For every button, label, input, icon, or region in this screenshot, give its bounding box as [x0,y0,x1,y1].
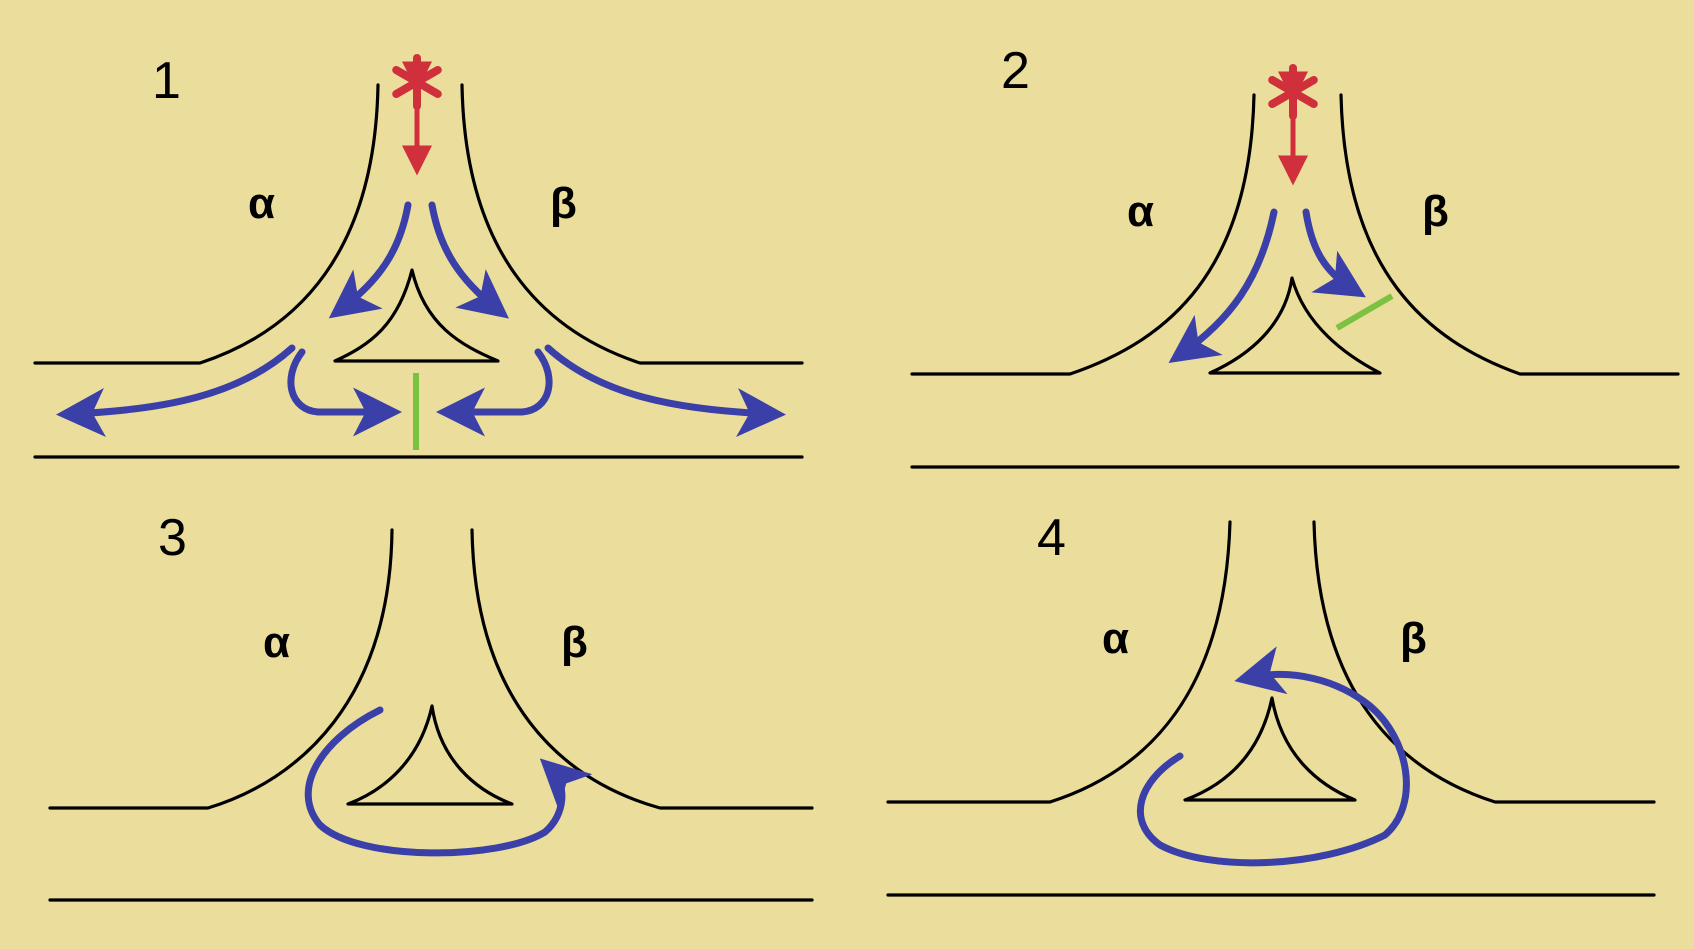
panel-1-flow-arrow-right-recirculation [436,348,553,437]
panel-4-beta-label: β [1400,614,1427,663]
panel-4-flow-divider [1183,696,1357,802]
panel-1-alpha-label: α [248,179,275,228]
panel-1-number: 1 [152,52,181,110]
panel-1-right-branch-wall [460,83,804,365]
panel-1-flow-arrow-alpha-inlet [328,201,412,319]
panel-4-right-branch-wall [1312,520,1656,804]
panel-4-number: 4 [1037,509,1066,567]
panel-3-left-branch-wall [48,528,394,810]
panel-2-flow-arrow-beta [1302,208,1366,298]
panel-3: 3 α β [48,509,814,902]
panel-4-left-branch-wall [886,520,1232,804]
panel-1-flow-arrow-left-outflow [56,344,296,438]
panel-1-left-branch-wall [33,83,380,365]
panel-2-flow-divider [1208,276,1382,375]
panel-2-alpha-label: α [1127,187,1154,236]
panel-1-flow-arrow-beta-inlet [428,201,509,319]
panel-3-right-branch-wall [470,528,814,810]
panel-1-flow-arrow-left-recirculation [287,348,402,437]
panel-1: 1 α β [33,52,804,459]
panel-1-flow-divider [333,268,500,363]
panel-2: 2 α β [910,42,1680,469]
panel-3-beta-label: β [561,618,588,667]
panel-2-beta-label: β [1422,187,1449,236]
panel-2-right-branch-wall [1339,93,1680,376]
panel-1-flow-arrow-right-outflow [544,344,786,438]
panel-4: 4 α β [886,509,1656,897]
panel-2-flow-arrow-alpha [1168,208,1278,364]
panel-3-flow-divider [346,704,514,806]
panel-2-left-branch-wall [910,93,1256,376]
panel-2-number: 2 [1001,42,1030,100]
panel-1-beta-label: β [550,179,577,228]
panel-3-recirculation-loop-arrow [304,706,593,857]
panel-3-number: 3 [158,509,187,567]
panel-3-alpha-label: α [263,618,290,667]
panel-4-recirculation-loop-arrow [1136,646,1410,867]
panel-4-alpha-label: α [1102,614,1129,663]
panel-2-obstruction-marker [1335,293,1394,331]
